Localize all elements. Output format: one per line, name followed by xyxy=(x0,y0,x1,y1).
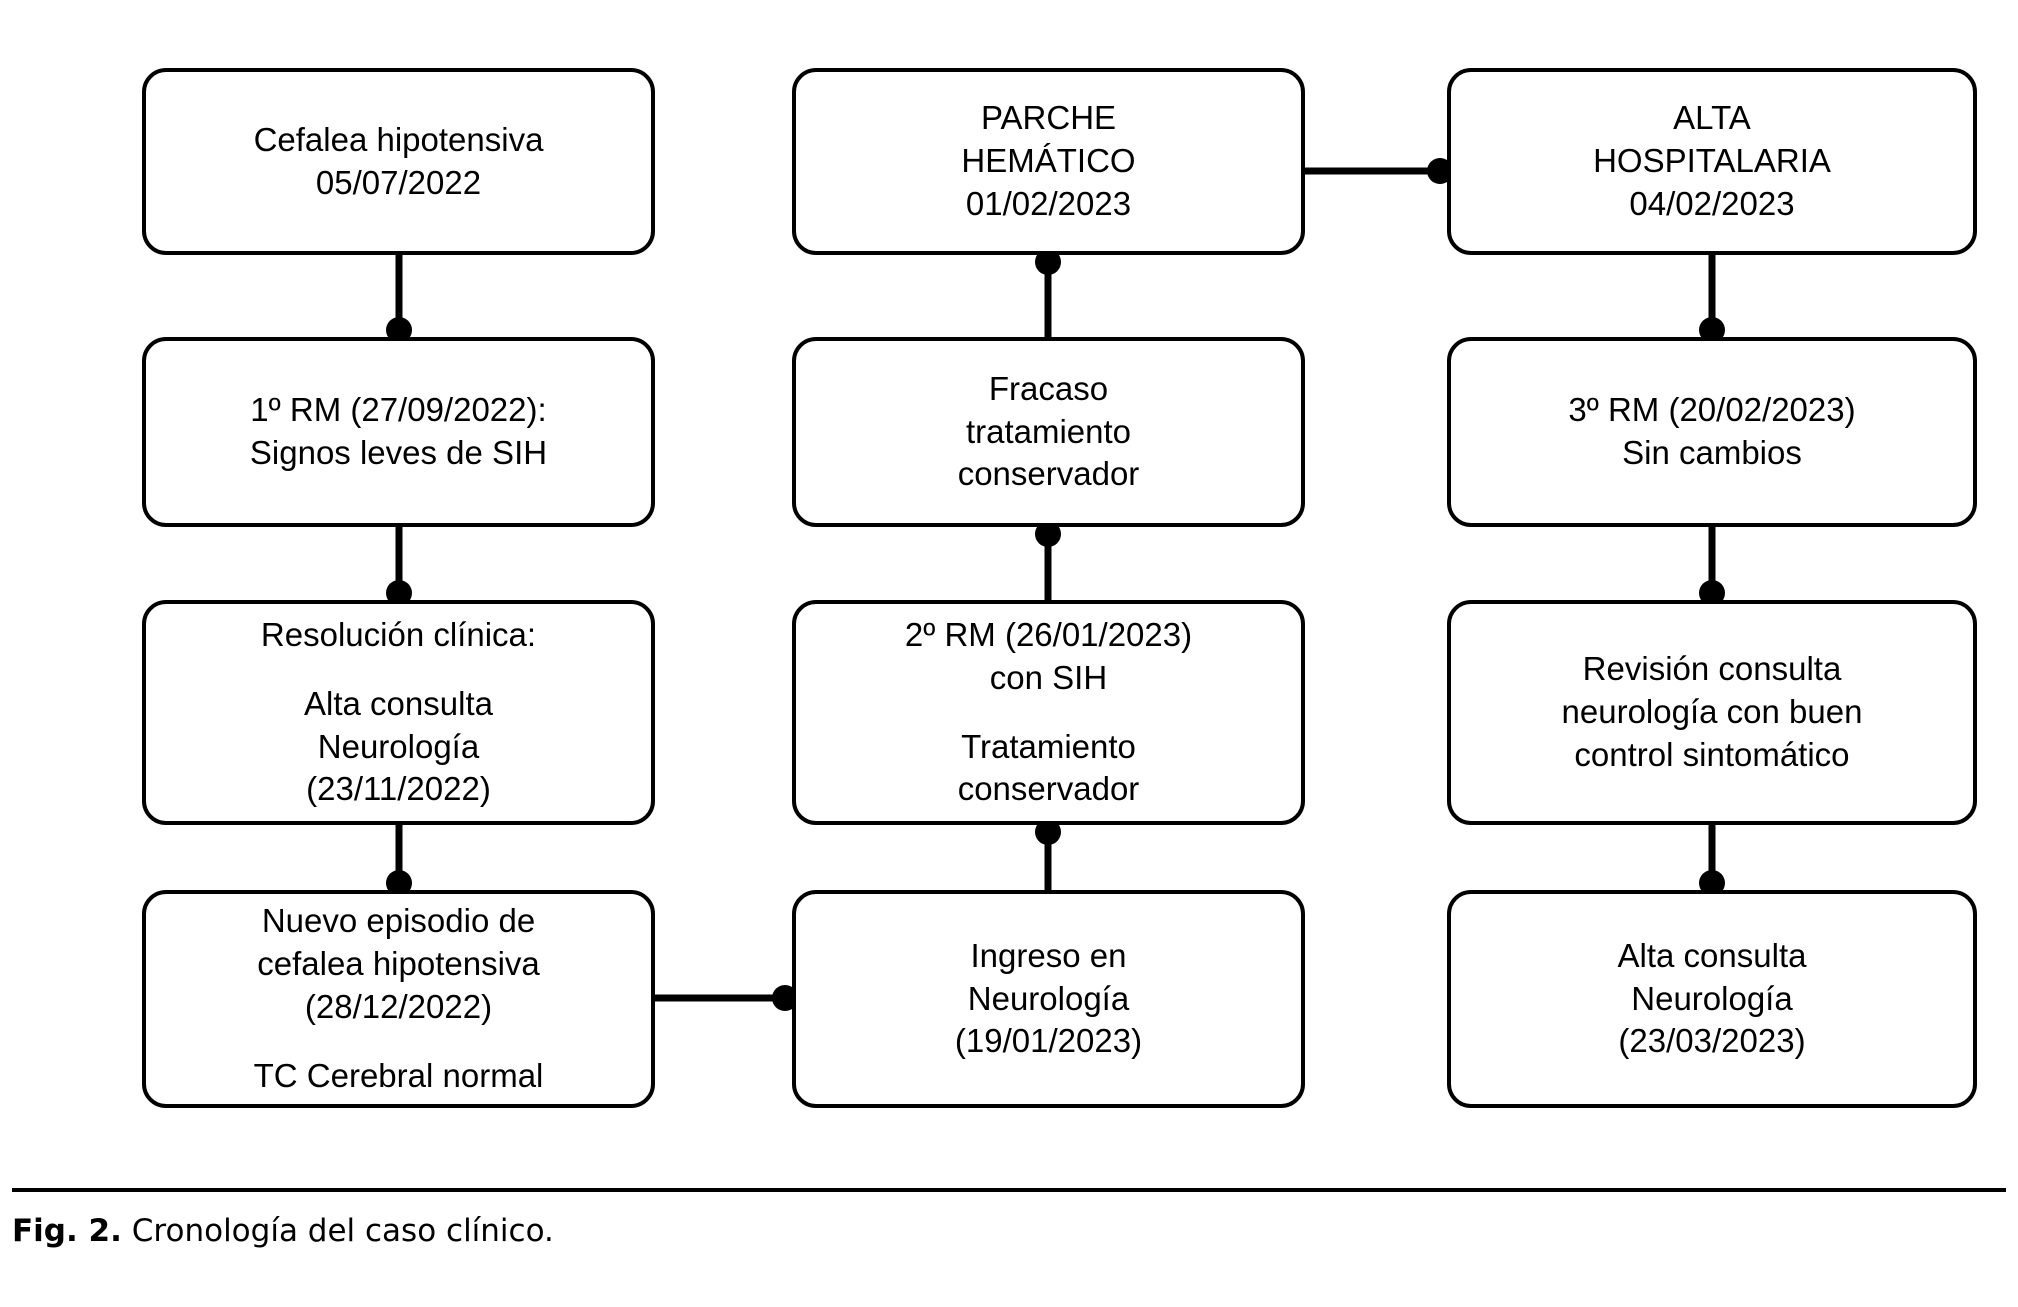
node-fracaso-tratamiento[interactable]: Fracaso tratamiento conservador xyxy=(792,337,1305,527)
node-primera-rm[interactable]: 1º RM (27/09/2022): Signos leves de SIH xyxy=(142,337,655,527)
edge-arrow-n2-n3 xyxy=(386,580,412,606)
node-text-block: Fracaso tratamiento conservador xyxy=(958,368,1140,497)
node-text-line: 01/02/2023 xyxy=(965,184,1132,222)
node-nuevo-episodio[interactable]: Nuevo episodio de cefalea hipotensiva (2… xyxy=(142,890,655,1108)
node-text-block: Ingreso en Neurología (19/01/2023) xyxy=(955,935,1142,1064)
node-text-line: Signos leves de SIH xyxy=(249,434,548,471)
node-text-line: neurología con buen xyxy=(1561,693,1863,731)
node-text-line: con SIH xyxy=(989,658,1108,696)
node-text-block: 2º RM (26/01/2023) con SIH xyxy=(905,614,1192,700)
node-text-line: conservador xyxy=(957,455,1140,493)
node-alta-hospitalaria[interactable]: ALTA HOSPITALARIA 04/02/2023 xyxy=(1447,68,1977,255)
caption-divider xyxy=(12,1188,2006,1192)
node-text-block: Tratamiento conservador xyxy=(958,726,1140,812)
edge-arrow-n7-n8 xyxy=(1035,249,1061,275)
edge-arrow-n11-n12 xyxy=(1699,870,1725,896)
node-text-block: 3º RM (20/02/2023) Sin cambios xyxy=(1568,389,1855,475)
node-text-line: Revisión consulta xyxy=(1582,650,1842,688)
node-cefalea-hipotensiva[interactable]: Cefalea hipotensiva 05/07/2022 xyxy=(142,68,655,255)
node-text-block: Resolución clínica: xyxy=(261,614,536,657)
edge-arrow-n5-n6 xyxy=(1035,819,1061,845)
node-text-line: Fracaso xyxy=(988,369,1109,407)
node-revision-consulta[interactable]: Revisión consulta neurología con buen co… xyxy=(1447,600,1977,825)
node-text-block: Nuevo episodio de cefalea hipotensiva (2… xyxy=(257,900,540,1029)
node-ingreso-neurologia[interactable]: Ingreso en Neurología (19/01/2023) xyxy=(792,890,1305,1108)
node-text-line: Alta consulta xyxy=(304,684,493,722)
node-text-line: 3º RM (20/02/2023) xyxy=(1568,391,1856,429)
node-text-block: TC Cerebral normal xyxy=(254,1055,544,1098)
node-text-line: cefalea hipotensiva xyxy=(257,945,540,983)
node-segunda-rm[interactable]: 2º RM (26/01/2023) con SIH Tratamiento c… xyxy=(792,600,1305,825)
node-text-block: 1º RM (27/09/2022): Signos leves de SIH xyxy=(250,389,547,475)
node-alta-consulta-final[interactable]: Alta consulta Neurología (23/03/2023) xyxy=(1447,890,1977,1108)
edge-arrow-n9-n10 xyxy=(1699,317,1725,343)
node-text-line: control sintomático xyxy=(1574,735,1850,773)
node-text-line: ALTA xyxy=(1673,99,1751,137)
node-text-line: HOSPITALARIA xyxy=(1593,142,1831,180)
node-text-line: (23/03/2023) xyxy=(1618,1022,1806,1060)
node-text-block: PARCHE HEMÁTICO 01/02/2023 xyxy=(961,97,1135,226)
edge-arrow-n4-n5 xyxy=(772,985,798,1011)
figure-caption: Fig. 2. Cronología del caso clínico. xyxy=(12,1212,554,1251)
node-text-line: (23/11/2022) xyxy=(306,770,491,808)
node-tercera-rm[interactable]: 3º RM (20/02/2023) Sin cambios xyxy=(1447,337,1977,527)
figure-caption-label: Fig. 2. xyxy=(12,1213,122,1249)
node-text-line: Resolución clínica: xyxy=(260,615,537,653)
node-text-line: Neurología xyxy=(967,979,1130,1017)
node-text-line: (19/01/2023) xyxy=(954,1022,1143,1060)
node-text-line: TC Cerebral normal xyxy=(253,1056,544,1094)
node-text-line: 2º RM (26/01/2023) xyxy=(904,615,1193,653)
node-text-block: Cefalea hipotensiva 05/07/2022 xyxy=(254,119,544,205)
node-text-line: 04/02/2023 xyxy=(1629,184,1795,222)
figure-caption-text: Cronología del caso clínico. xyxy=(131,1213,554,1249)
node-text-line: HEMÁTICO xyxy=(961,142,1136,180)
node-text-line: tratamiento xyxy=(965,412,1132,450)
edge-arrow-n6-n7 xyxy=(1035,521,1061,547)
node-text-line: conservador xyxy=(957,770,1140,808)
node-text-line: PARCHE xyxy=(980,99,1117,137)
node-text-line: Cefalea hipotensiva xyxy=(253,120,544,158)
node-text-block: Revisión consulta neurología con buen co… xyxy=(1562,648,1863,777)
node-text-line: (28/12/2022) xyxy=(304,988,493,1025)
node-text-line: 05/07/2022 xyxy=(315,163,482,201)
node-text-line: Alta consulta xyxy=(1617,936,1807,974)
node-resolucion-clinica[interactable]: Resolución clínica: Alta consulta Neurol… xyxy=(142,600,655,825)
node-text-block: ALTA HOSPITALARIA 04/02/2023 xyxy=(1593,97,1831,226)
node-text-line: Sin cambios xyxy=(1622,434,1802,471)
edge-arrow-n3-n4 xyxy=(386,870,412,896)
node-text-line: Neurología xyxy=(1631,979,1793,1017)
edge-arrow-n10-n11 xyxy=(1699,580,1725,606)
edge-arrow-n8-n9 xyxy=(1427,158,1453,184)
edge-arrow-n1-n2 xyxy=(386,317,412,343)
node-text-line: Nuevo episodio de xyxy=(261,902,536,940)
node-text-block: Alta consulta Neurología (23/03/2023) xyxy=(1618,935,1807,1064)
node-parche-hematico[interactable]: PARCHE HEMÁTICO 01/02/2023 xyxy=(792,68,1305,255)
node-text-line: Ingreso en xyxy=(970,936,1127,974)
node-text-line: Neurología xyxy=(317,727,480,765)
node-text-line: 1º RM (27/09/2022): xyxy=(250,391,547,429)
node-text-block: Alta consulta Neurología (23/11/2022) xyxy=(304,683,493,812)
node-text-line: Tratamiento xyxy=(961,727,1136,765)
